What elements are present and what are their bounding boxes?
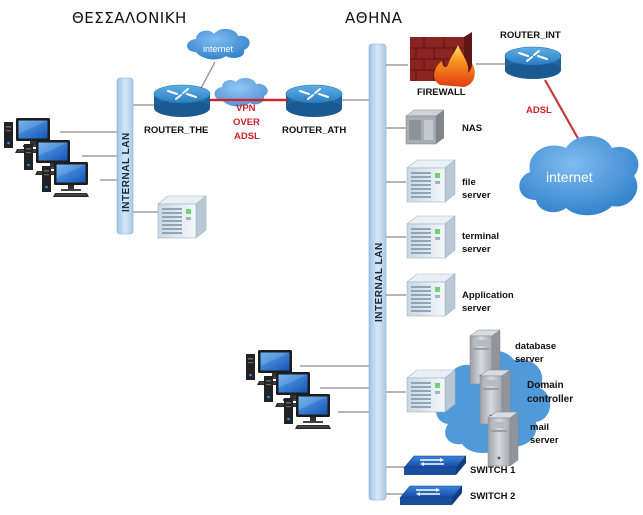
switch-1-icon <box>403 455 467 476</box>
router-internet <box>504 46 562 80</box>
router-int-label: ROUTER_INT <box>500 30 561 41</box>
adsl-link <box>544 79 581 143</box>
cluster-server-icon <box>406 369 456 413</box>
firewall-icon <box>410 32 475 87</box>
application-server-icon <box>406 273 456 317</box>
lan-bar-thessaloniki <box>116 77 134 235</box>
pc-the-3 <box>42 162 89 197</box>
application-server-label-1: Application <box>462 290 514 301</box>
cloud-internet-small <box>187 28 250 60</box>
lan-label-thessaloniki: INTERNAL LAN <box>121 132 132 212</box>
mail-server-label-1: mail <box>530 422 549 433</box>
database-server-label-1: database <box>515 341 556 352</box>
file-server-icon <box>406 159 456 203</box>
vpn-label-line1: VPN <box>236 103 256 114</box>
cloud-small-label: internet <box>203 44 234 54</box>
application-server-label-2: server <box>462 303 491 314</box>
database-server-label-2: server <box>515 354 544 365</box>
pc-ath-3 <box>284 394 331 429</box>
switch-2-icon <box>399 485 463 506</box>
server-thessaloniki <box>157 195 207 239</box>
nas-icon <box>405 109 445 145</box>
domain-controller-label-1: Domain <box>527 380 564 391</box>
firewall-label: FIREWALL <box>417 87 466 98</box>
adsl-label: ADSL <box>526 105 552 116</box>
lan-bar-athens <box>368 43 387 501</box>
mail-server-label-2: server <box>530 435 559 446</box>
cloud-internet-large <box>519 136 639 216</box>
site-title-athens: ΑΘΗΝΑ <box>345 9 403 27</box>
terminal-server-label-2: server <box>462 244 491 255</box>
router-ath-label: ROUTER_ATH <box>282 125 346 136</box>
router-athens <box>285 84 343 118</box>
switch-2-label: SWITCH 2 <box>470 491 515 502</box>
lan-label-athens: INTERNAL LAN <box>374 242 385 322</box>
mail-server-icon <box>487 411 519 467</box>
terminal-server-icon <box>406 215 456 259</box>
ethernet-links <box>60 61 505 495</box>
file-server-label-2: server <box>462 190 491 201</box>
file-server-label-1: file <box>462 177 476 188</box>
vpn-label-line2: OVER <box>233 117 260 128</box>
router-the-label: ROUTER_THE <box>144 125 208 136</box>
switch-1-label: SWITCH 1 <box>470 465 516 476</box>
nas-label: NAS <box>462 123 482 134</box>
terminal-server-label-1: terminal <box>462 231 499 242</box>
site-title-thessaloniki: ΘΕΣΣΑΛΟΝΙΚΗ <box>72 9 187 27</box>
domain-controller-label-2: controller <box>527 394 573 405</box>
vpn-label-line3: ADSL <box>234 131 260 142</box>
cloud-large-label: internet <box>546 169 593 185</box>
router-thessaloniki <box>153 84 211 118</box>
